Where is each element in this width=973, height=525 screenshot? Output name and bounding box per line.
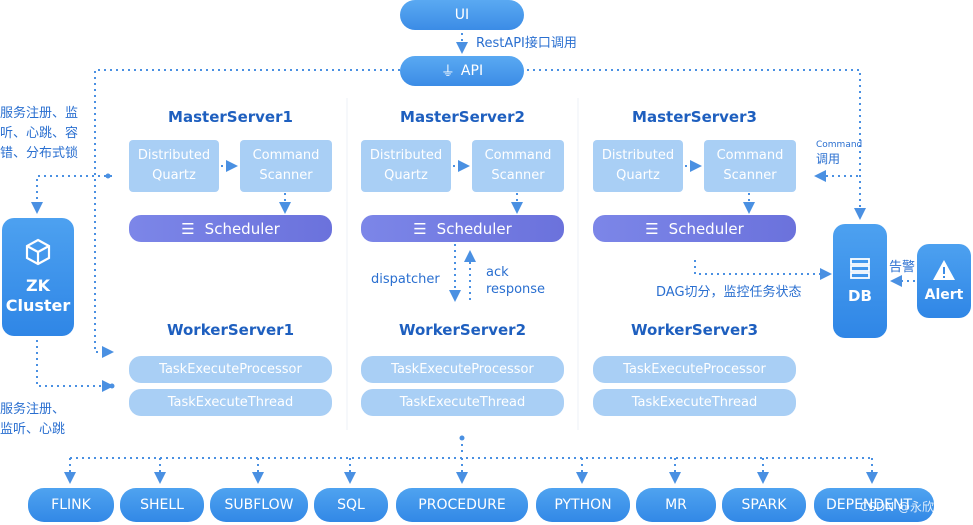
rest-api-label: RestAPI接口调用 [476,36,577,51]
task-type-sql: SQL [314,488,388,522]
scanner-line: Scanner [491,168,545,183]
watermark: CSDN @永欣 [860,500,935,514]
ui-label: UI [454,7,470,23]
task-execute-processor: TaskExecuteProcessor [593,356,796,383]
left-note-bottom: 服务注册、 监听、心跳 [0,400,96,440]
api-label: API [460,63,484,79]
scheduler: ☰ Scheduler [593,215,796,242]
scheduler-label: Scheduler [436,219,512,238]
scanner-line: Scanner [259,168,313,183]
left-note-bottom-line: 监听、心跳 [0,422,66,437]
master-title: MasterServer2 [400,108,525,126]
left-note-bottom-line: 服务注册、 [0,402,66,417]
ack-response-label: ack response [486,264,545,298]
task-type-procedure: PROCEDURE [396,488,528,522]
quartz-line: Distributed [369,148,443,163]
task-type-shell: SHELL [120,488,204,522]
left-note-top-line: 错、分布式锁 [0,146,79,161]
scanner-line: Command [484,148,552,163]
database-icon: ☰ [645,219,659,238]
task-type-mr: MR [636,488,716,522]
alert-note: 告警 [889,260,916,275]
task-execute-thread: TaskExecuteThread [361,389,564,416]
response-line: response [486,282,546,297]
left-note-top: 服务注册、监 听、心跳、容 错、分布式锁 [0,104,96,164]
db-label: DB [848,287,872,305]
warning-icon [933,260,955,280]
task-type-spark: SPARK [722,488,806,522]
plug-icon: ⏚ [440,64,455,80]
dag-label: DAG切分，监控任务状态 [656,285,802,300]
ack-line: ack [486,265,509,280]
database-icon: ☰ [181,219,195,238]
database-icon: ☰ [413,219,427,238]
quartz-line: Distributed [601,148,675,163]
scheduler: ☰ Scheduler [361,215,564,242]
db-node: DB [833,224,887,338]
scanner-line: Command [716,148,784,163]
dispatcher-label: dispatcher [371,272,440,287]
worker-title: WorkerServer2 [398,321,527,339]
left-note-top-line: 服务注册、监 [0,106,79,121]
quartz-line: Quartz [152,168,196,183]
zk-label: ZK [26,276,50,295]
task-type-dependent: DEPENDENT [814,488,934,522]
task-type-subflow: SUBFLOW [210,488,308,522]
worker-server-2: WorkerServer2 TaskExecuteProcessor TaskE… [361,321,564,417]
worker-server-1: WorkerServer1 TaskExecuteProcessor TaskE… [129,321,332,417]
scheduler-label: Scheduler [668,219,744,238]
master-title: MasterServer1 [168,108,293,126]
master-title: MasterServer3 [632,108,757,126]
scanner-line: Scanner [723,168,777,183]
cube-icon [25,238,51,266]
task-execute-thread: TaskExecuteThread [593,389,796,416]
task-type-flink: FLINK [28,488,114,522]
scanner-line: Command [252,148,320,163]
ui-node: UI [400,0,524,30]
zk-cluster-node: ZK Cluster [2,218,74,336]
api-node: ⏚ API [400,56,524,86]
command-call-line2: 调用 [816,152,841,166]
quartz-line: Distributed [137,148,211,163]
worker-server-3: WorkerServer3 TaskExecuteProcessor TaskE… [593,321,796,417]
task-execute-thread: TaskExecuteThread [129,389,332,416]
server-icon [850,258,870,279]
task-execute-processor: TaskExecuteProcessor [361,356,564,383]
worker-title: WorkerServer3 [630,321,759,339]
alert-node: Alert [917,244,971,318]
task-execute-processor: TaskExecuteProcessor [129,356,332,383]
scheduler-label: Scheduler [204,219,280,238]
worker-title: WorkerServer1 [166,321,295,339]
alert-label: Alert [924,287,964,303]
left-note-top-line: 听、心跳、容 [0,126,79,141]
command-call-label: Command 调用 [816,140,862,167]
command-call-line1: Command [816,140,863,150]
quartz-line: Quartz [616,168,660,183]
cluster-label: Cluster [5,296,71,315]
quartz-line: Quartz [384,168,428,183]
scheduler: ☰ Scheduler [129,215,332,242]
task-type-python: PYTHON [536,488,630,522]
